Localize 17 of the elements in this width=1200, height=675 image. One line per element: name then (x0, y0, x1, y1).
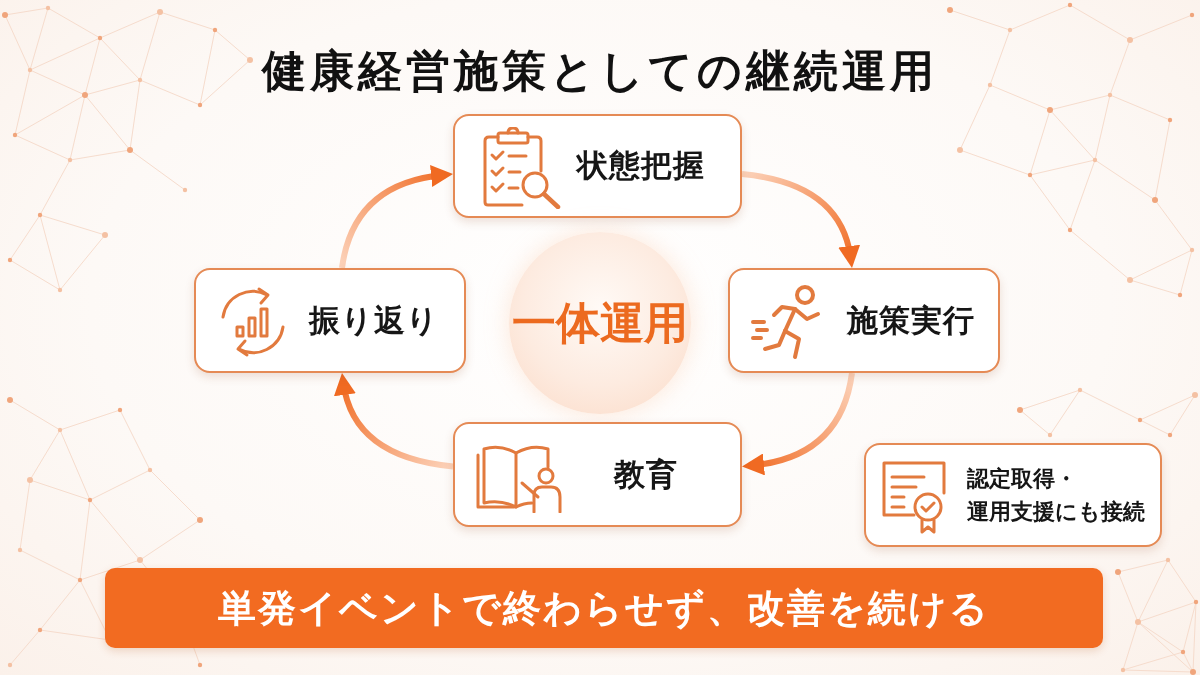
note-label: 認定取得・運用支援にも接続 (967, 465, 1146, 526)
step-label: 振り返り (309, 301, 439, 340)
title: 健康経営施策としての継続運用 (262, 44, 938, 98)
step-box (453, 422, 742, 527)
cycle-arrow (339, 165, 453, 269)
note-box (864, 443, 1162, 547)
step-label: 状態把握 (577, 147, 705, 185)
step-box (728, 268, 1000, 373)
cycle-arrow (334, 373, 454, 470)
cycle-arrow (742, 372, 855, 475)
step-box (453, 114, 742, 218)
message-banner: 単発イベントで終わらせず、改善を続ける (105, 568, 1103, 648)
step-label: 教育 (614, 455, 678, 494)
cycle-arrow (741, 171, 860, 268)
center-circle: 一体運用 (509, 232, 691, 414)
step-box (194, 268, 466, 373)
step-label: 施策実行 (847, 301, 975, 340)
